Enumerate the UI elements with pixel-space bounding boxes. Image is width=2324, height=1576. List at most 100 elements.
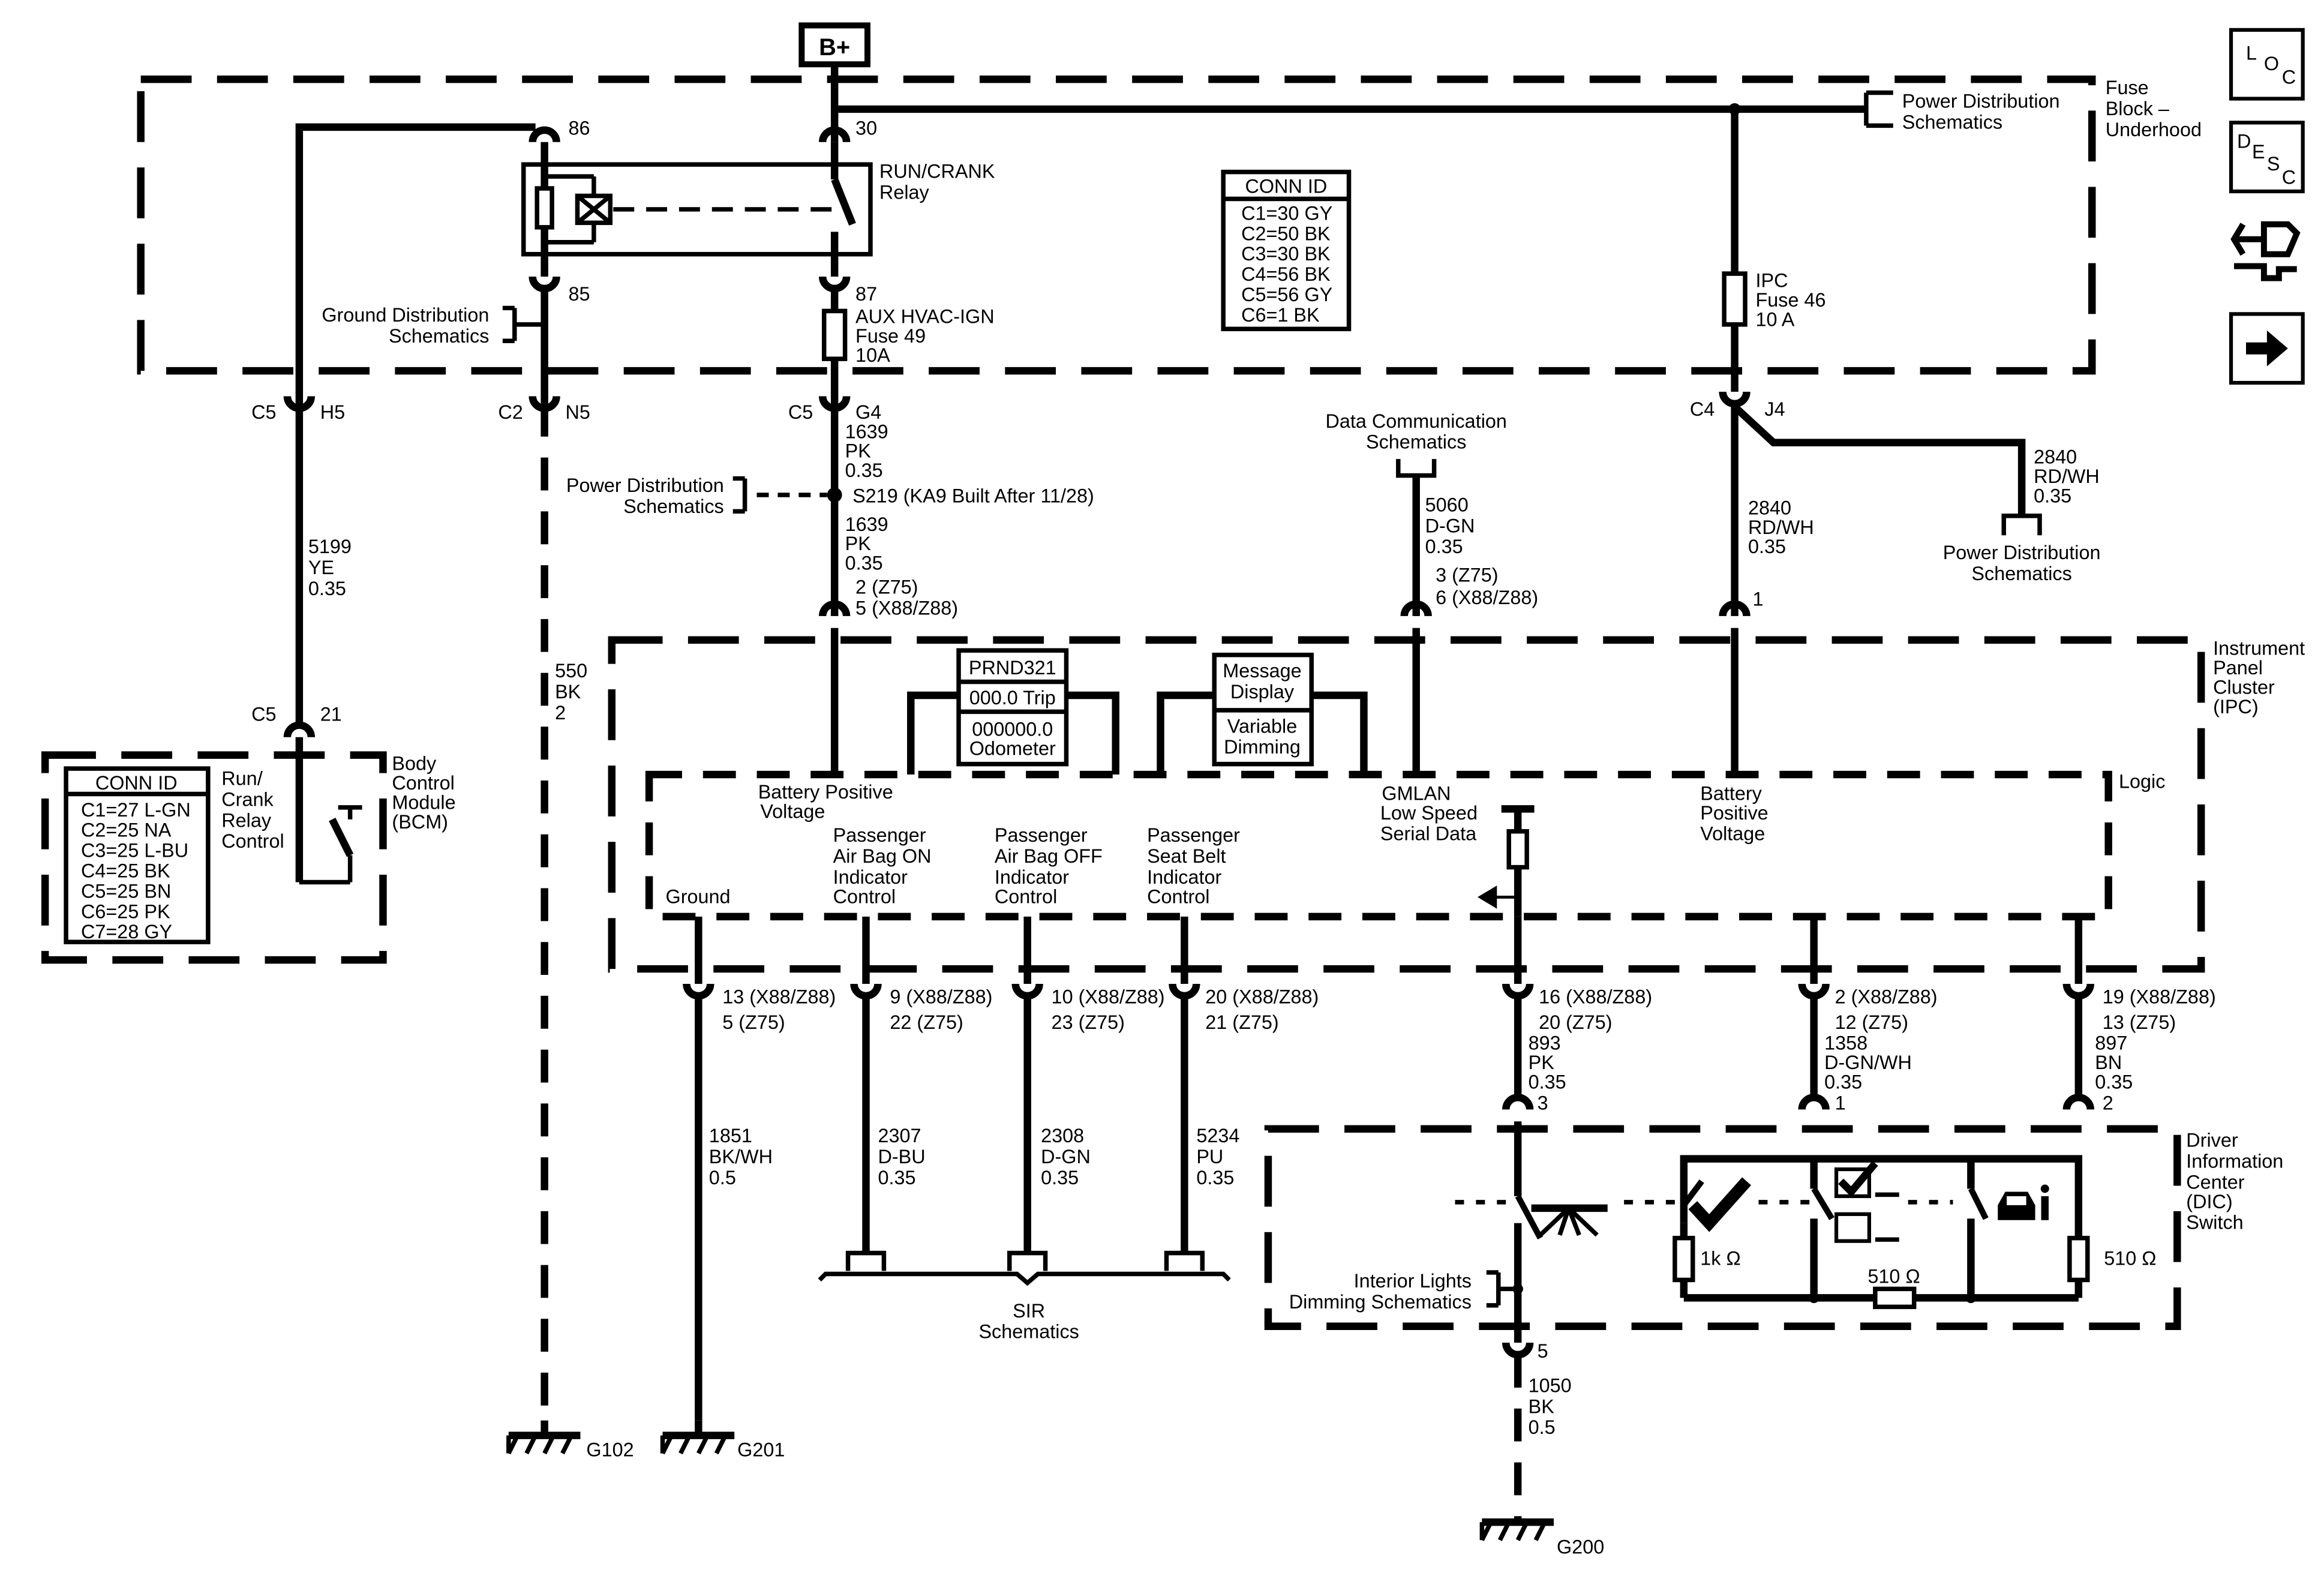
dimming-ref-2: Dimming Schematics <box>1289 1291 1472 1313</box>
bcm-ctrl-1: Run/ <box>221 768 262 789</box>
relay-label-2: Relay <box>879 181 930 203</box>
sir-ref-1: SIR <box>1013 1300 1045 1322</box>
prnd-title: PRND321 <box>969 657 1056 679</box>
loc-icon[interactable]: L O C <box>2229 28 2305 101</box>
ipc-pullup-resistor <box>1506 829 1529 870</box>
conn-c4: C4 <box>1690 398 1715 420</box>
power-ref3-1: Power Distribution <box>1943 542 2101 563</box>
pin-87: 87 <box>855 283 877 305</box>
sir-ref-2: Schematics <box>978 1321 1079 1343</box>
conn-c2: C2 <box>498 401 523 423</box>
w897-gauge: 0.35 <box>2095 1071 2133 1092</box>
message-2: Display <box>1230 681 1295 703</box>
pax-off-3: Indicator <box>995 866 1069 888</box>
w1851-num: 1851 <box>709 1125 752 1146</box>
fuse-block-enclosure <box>137 75 2096 375</box>
vehicle-info-icon <box>1998 1184 2049 1220</box>
bcm-conn-id-row-7: C7=28 GY <box>81 921 172 942</box>
pin-off-1: 10 (X88/Z88) <box>1052 986 1165 1007</box>
bcm-conn-id-row-5: C5=25 BN <box>81 880 171 902</box>
pin-gnd-2: 5 (Z75) <box>722 1011 785 1033</box>
message-1: Message <box>1223 660 1301 682</box>
w2840a-gauge: 0.35 <box>2034 485 2071 506</box>
w1358-num: 1358 <box>1824 1032 1867 1054</box>
g102-label: G102 <box>586 1439 633 1461</box>
ground-ref-1: Ground Distribution <box>322 304 489 326</box>
pax-belt-1: Passenger <box>1147 824 1240 846</box>
w1639b-color: PK <box>845 533 872 554</box>
dic-title-4: (DIC) <box>2186 1191 2232 1212</box>
w5060-num: 5060 <box>1425 494 1469 515</box>
ground-g102-symbol <box>506 1420 581 1455</box>
pax-on-4: Control <box>833 885 896 907</box>
g200-label: G200 <box>1557 1536 1604 1558</box>
conn-h5: H5 <box>320 401 345 423</box>
bcm-title-3: Module <box>392 791 455 813</box>
pax-on-3: Indicator <box>833 866 908 888</box>
checkmark-icon <box>1688 1177 1751 1232</box>
w5234-color: PU <box>1196 1146 1223 1167</box>
w1639a-color: PK <box>845 440 872 462</box>
power-ref-2: Schematics <box>1902 111 2002 133</box>
batt-pos2-1: Battery <box>1700 782 1762 804</box>
w1851-color: BK/WH <box>709 1146 773 1167</box>
w2308-color: D-GN <box>1041 1146 1091 1167</box>
w1639b-num: 1639 <box>845 514 888 535</box>
aux-fuse-3: 10A <box>855 344 890 366</box>
fuse-49 <box>821 308 848 361</box>
ipc-title-1: Instrument <box>2213 638 2305 659</box>
pin-2-2: 12 (Z75) <box>1835 1011 1908 1033</box>
aux-fuse-2: Fuse 49 <box>855 325 926 347</box>
ipc-logic-box <box>645 770 2112 921</box>
ground-g201-symbol <box>660 1420 735 1455</box>
w893-num: 893 <box>1529 1032 1561 1054</box>
fuse-conn-id-row-4: C4=56 BK <box>1241 263 1331 285</box>
ipc-enclosure <box>608 636 2205 973</box>
dimming-ref-1: Interior Lights <box>1354 1270 1472 1292</box>
svg-text:C: C <box>2282 167 2296 188</box>
bcm-ctrl-2: Crank <box>221 788 274 810</box>
aux-fuse-1: AUX HVAC-IGN <box>855 305 995 327</box>
ipc-pin-gmlan-2: 6 (X88/Z88) <box>1436 587 1538 608</box>
desc-icon[interactable]: D E S C <box>2229 121 2305 194</box>
w1050-num: 1050 <box>1529 1374 1572 1396</box>
dic-title-3: Center <box>2186 1171 2244 1193</box>
dic-pin-3: 3 <box>1538 1092 1548 1113</box>
w2840b-gauge: 0.35 <box>1748 536 1786 557</box>
svg-text:O: O <box>2264 53 2279 74</box>
connector-icon[interactable] <box>2230 221 2301 281</box>
ground-ref-2: Schematics <box>389 325 489 347</box>
conn-c5-b: C5 <box>788 401 813 423</box>
w5234-num: 5234 <box>1196 1125 1239 1146</box>
svg-text:D: D <box>2237 131 2251 152</box>
message-4: Dimming <box>1224 736 1301 758</box>
data-ref-1: Data Communication <box>1325 410 1506 432</box>
run-crank-relay <box>521 162 873 257</box>
w5234-gauge: 0.35 <box>1196 1167 1234 1188</box>
pin-86: 86 <box>569 117 590 139</box>
pin-off-2: 23 (Z75) <box>1052 1011 1125 1033</box>
power-ref-splice-1: Power Distribution <box>566 475 724 496</box>
gmlan-3: Serial Data <box>1380 823 1477 845</box>
fuse-conn-id-row-1: C1=30 GY <box>1241 202 1332 224</box>
w5060-color: D-GN <box>1425 515 1475 536</box>
message-3: Variable <box>1227 715 1297 737</box>
pax-on-2: Air Bag ON <box>833 845 932 867</box>
bcm-conn-id-row-2: C2=25 NA <box>81 819 172 841</box>
w2307-num: 2307 <box>878 1125 921 1146</box>
pin-30: 30 <box>855 117 877 139</box>
relay-label-1: RUN/CRANK <box>879 161 995 182</box>
ipc-fuse-3: 10 A <box>1755 308 1794 330</box>
pax-off-2: Air Bag OFF <box>995 845 1103 867</box>
batt-pos2-3: Voltage <box>1700 823 1765 845</box>
fuse-conn-id-row-3: C3=30 BK <box>1241 243 1331 265</box>
svg-text:C: C <box>2282 67 2296 88</box>
bcm-ctrl-3: Relay <box>221 809 272 831</box>
ipc-title-2: Panel <box>2213 657 2263 679</box>
fuse-conn-id-row-6: C6=1 BK <box>1241 304 1320 326</box>
arrow-right-icon[interactable] <box>2229 312 2305 385</box>
checkbox-icon <box>1834 1161 1899 1243</box>
w550-gauge: 2 <box>555 702 566 724</box>
